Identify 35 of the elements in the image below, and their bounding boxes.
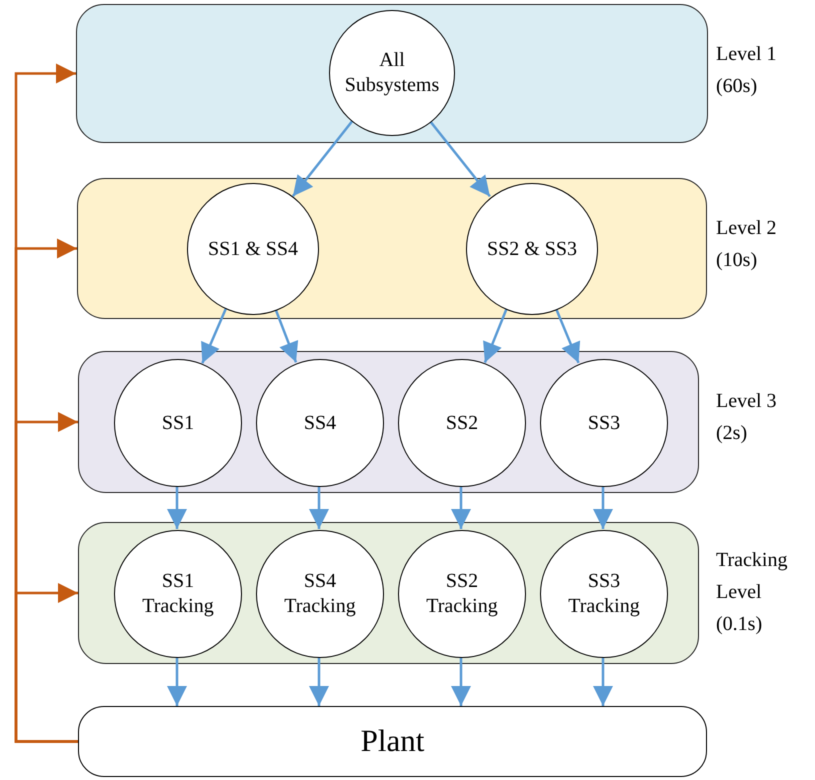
node-label: All Subsystems: [344, 48, 440, 98]
level-band: [76, 4, 708, 143]
level-label: Level 3 (2s): [716, 389, 778, 446]
arrow: [593, 486, 613, 529]
arrow: [292, 120, 353, 197]
level-band: [78, 522, 699, 664]
node-label: SS2 Tracking: [425, 569, 499, 619]
arrow: [429, 120, 491, 198]
node-label: SS4 Tracking: [283, 569, 357, 619]
arrow: [555, 308, 580, 364]
arrow: [309, 486, 329, 529]
arrow: [167, 486, 187, 529]
node-label: SS1 & SS4: [208, 236, 298, 262]
arrow: [309, 657, 329, 706]
arrow: [201, 308, 228, 364]
node-label: SS3: [588, 410, 620, 436]
arrow: [483, 308, 508, 364]
node-label: SS4: [304, 410, 336, 436]
node-label: SS1: [162, 410, 194, 436]
level-label: Tracking Level (0.1s): [716, 548, 788, 637]
arrow: [451, 486, 471, 529]
level-label: Level 2 (10s): [716, 216, 778, 273]
arrow: [274, 309, 298, 363]
plant-label: Plant: [360, 722, 424, 760]
arrow: [451, 657, 471, 706]
level-label: Level 1 (60s): [716, 42, 778, 99]
arrow: [593, 657, 613, 706]
level-band: [78, 351, 699, 493]
arrow: [167, 657, 187, 706]
node-label: SS2 & SS3: [486, 236, 578, 262]
level-band: [77, 178, 707, 319]
plant-box: [78, 706, 707, 777]
node-label: SS1 Tracking: [141, 569, 215, 619]
node-label: SS2: [446, 410, 478, 436]
node-label: SS3 Tracking: [567, 569, 641, 619]
